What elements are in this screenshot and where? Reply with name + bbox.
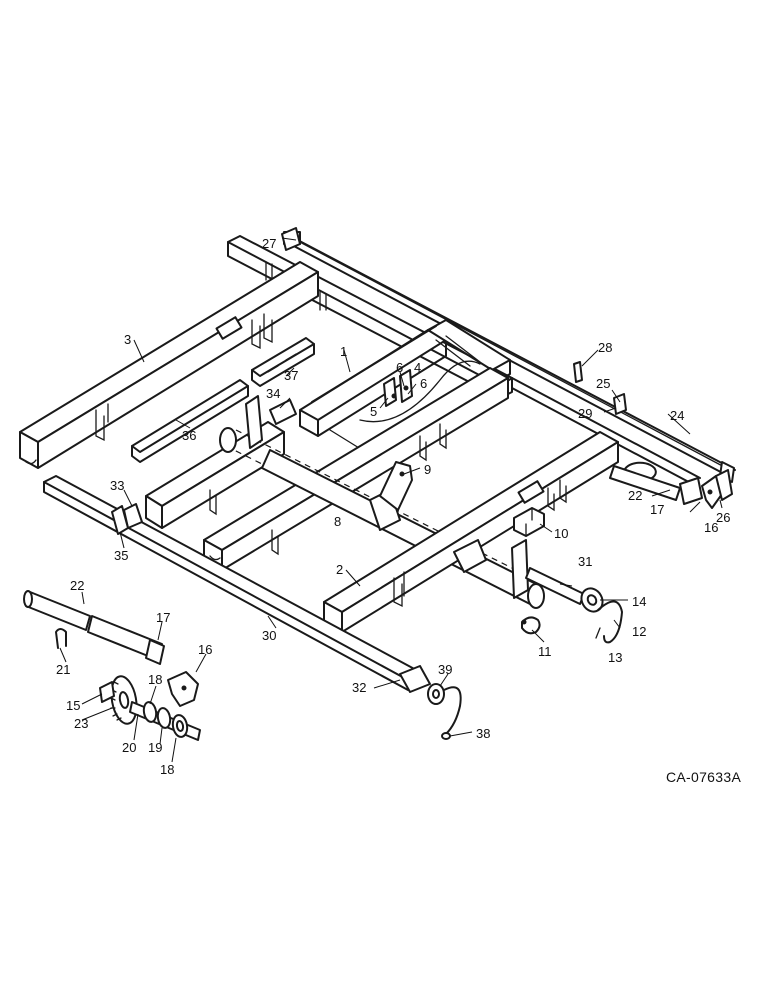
callout-16a: 16 xyxy=(704,520,718,535)
clip-11 xyxy=(521,616,541,635)
bracket-25 xyxy=(613,393,627,415)
callout-22b: 22 xyxy=(70,578,84,593)
washer-19 xyxy=(156,707,172,729)
callout-1: 1 xyxy=(340,344,347,359)
callout-18a: 18 xyxy=(148,672,162,687)
pin-38 xyxy=(441,686,462,740)
plate-15 xyxy=(99,681,115,703)
callout-17b: 17 xyxy=(156,610,170,625)
right-hub-assembly xyxy=(609,465,733,509)
callout-21: 21 xyxy=(56,662,70,677)
hub-39 xyxy=(427,683,445,705)
callout-30: 30 xyxy=(262,628,276,643)
bracket-4-5-6 xyxy=(383,369,413,407)
callout-28: 28 xyxy=(598,340,612,355)
callout-6a: 6 xyxy=(396,360,403,375)
callout-4: 4 xyxy=(414,360,421,375)
callout-29: 29 xyxy=(578,406,592,421)
callout-11: 11 xyxy=(538,644,552,659)
rear-bar-24 xyxy=(283,231,736,483)
callout-26: 26 xyxy=(716,510,730,525)
callout-32: 32 xyxy=(352,680,366,695)
leader-lines xyxy=(59,237,723,763)
callout-22a: 22 xyxy=(628,488,642,503)
washer-18a xyxy=(142,701,158,723)
callout-12: 12 xyxy=(632,624,646,639)
tube-22-exploded xyxy=(23,590,165,665)
callout-35: 35 xyxy=(114,548,128,563)
callout-36: 36 xyxy=(182,428,196,443)
callout-19: 19 xyxy=(148,740,162,755)
front-bar-30 xyxy=(43,475,431,693)
bracket-35 xyxy=(111,505,129,535)
hook-21 xyxy=(55,628,67,649)
bar-37 xyxy=(251,337,315,387)
bracket-16-exploded xyxy=(167,671,199,707)
callout-24: 24 xyxy=(670,408,684,423)
frame-1 xyxy=(299,319,511,457)
callout-13: 13 xyxy=(608,650,622,665)
callout-2: 2 xyxy=(336,562,343,577)
clamp-10 xyxy=(513,507,545,537)
callout-8: 8 xyxy=(334,514,341,529)
bar-36 xyxy=(131,379,249,463)
beam-2 xyxy=(323,431,619,633)
callout-20: 20 xyxy=(122,740,136,755)
callout-33: 33 xyxy=(110,478,124,493)
callout-38: 38 xyxy=(476,726,490,741)
callout-14: 14 xyxy=(632,594,646,609)
callout-10: 10 xyxy=(554,526,568,541)
callout-39: 39 xyxy=(438,662,452,677)
spring-12-13 xyxy=(595,600,623,644)
callout-27: 27 xyxy=(262,236,276,251)
callout-17a: 17 xyxy=(650,502,664,517)
drawing-code: CA-07633A xyxy=(666,769,741,785)
beam-3 xyxy=(19,261,319,469)
callout-15: 15 xyxy=(66,698,80,713)
washer-18b xyxy=(171,714,189,738)
hitch-upright xyxy=(453,539,529,599)
bracket-34 xyxy=(245,395,297,449)
callout-6b: 6 xyxy=(420,376,427,391)
callout-34: 34 xyxy=(266,386,280,401)
callout-23: 23 xyxy=(74,716,88,731)
callout-25: 25 xyxy=(596,376,610,391)
callout-31: 31 xyxy=(578,554,592,569)
callout-16b: 16 xyxy=(198,642,212,657)
plate-28 xyxy=(573,361,583,383)
callout-5: 5 xyxy=(370,404,377,419)
callout-3: 3 xyxy=(124,332,131,347)
callout-labels: 1 2 3 4 5 6 6 8 9 10 11 12 13 14 15 16 1… xyxy=(56,236,730,777)
callout-9: 9 xyxy=(424,462,431,477)
callout-37: 37 xyxy=(284,368,298,383)
callout-18b: 18 xyxy=(160,762,174,777)
